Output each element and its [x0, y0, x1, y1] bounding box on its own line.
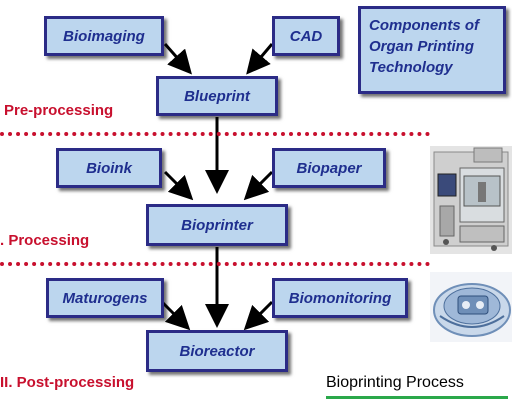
bioink-box: Bioink [56, 148, 162, 188]
biopaper-box: Biopaper [272, 148, 386, 188]
bioprinter-box: Bioprinter [146, 204, 288, 246]
biomonitoring-label: Biomonitoring [289, 290, 391, 307]
bioimaging-label: Bioimaging [63, 28, 145, 45]
biomonitoring-box: Biomonitoring [272, 278, 408, 318]
cad-label: CAD [290, 28, 323, 45]
bioprinter-label: Bioprinter [181, 217, 253, 234]
arrow-maturogens-to-bioreactor [162, 302, 186, 326]
bioreactor-box: Bioreactor [146, 330, 288, 372]
components-line-3: Technology [369, 57, 495, 78]
arrow-cad-to-blueprint [250, 44, 272, 70]
maturogens-label: Maturogens [62, 290, 147, 307]
bioreactor-label: Bioreactor [179, 343, 254, 360]
divider-pre [0, 132, 430, 136]
divider-processing [0, 262, 430, 266]
stage-processing: . Processing [0, 232, 89, 249]
figure-caption: Bioprinting Process [326, 374, 464, 392]
components-box: Components of Organ Printing Technology [358, 6, 506, 94]
cad-box: CAD [272, 16, 340, 56]
stage-pre-processing: Pre-processing [4, 102, 113, 119]
arrow-bioink-to-bioprinter [165, 172, 189, 196]
blueprint-box: Blueprint [156, 76, 278, 116]
blueprint-label: Blueprint [184, 88, 250, 105]
maturogens-box: Maturogens [46, 278, 164, 318]
bioreactor-device-image [430, 272, 512, 342]
biopaper-label: Biopaper [296, 160, 361, 177]
bioink-label: Bioink [86, 160, 132, 177]
arrow-biomonitoring-to-bioreactor [248, 302, 272, 326]
arrow-bioimaging-to-blueprint [165, 44, 188, 70]
caption-underline [326, 396, 508, 399]
components-line-1: Components of [369, 15, 495, 36]
bioprinter-machine-image [430, 146, 512, 254]
stage-post-processing: II. Post-processing [0, 374, 134, 391]
arrow-biopaper-to-bioprinter [248, 172, 272, 196]
bioimaging-box: Bioimaging [44, 16, 164, 56]
components-line-2: Organ Printing [369, 36, 495, 57]
